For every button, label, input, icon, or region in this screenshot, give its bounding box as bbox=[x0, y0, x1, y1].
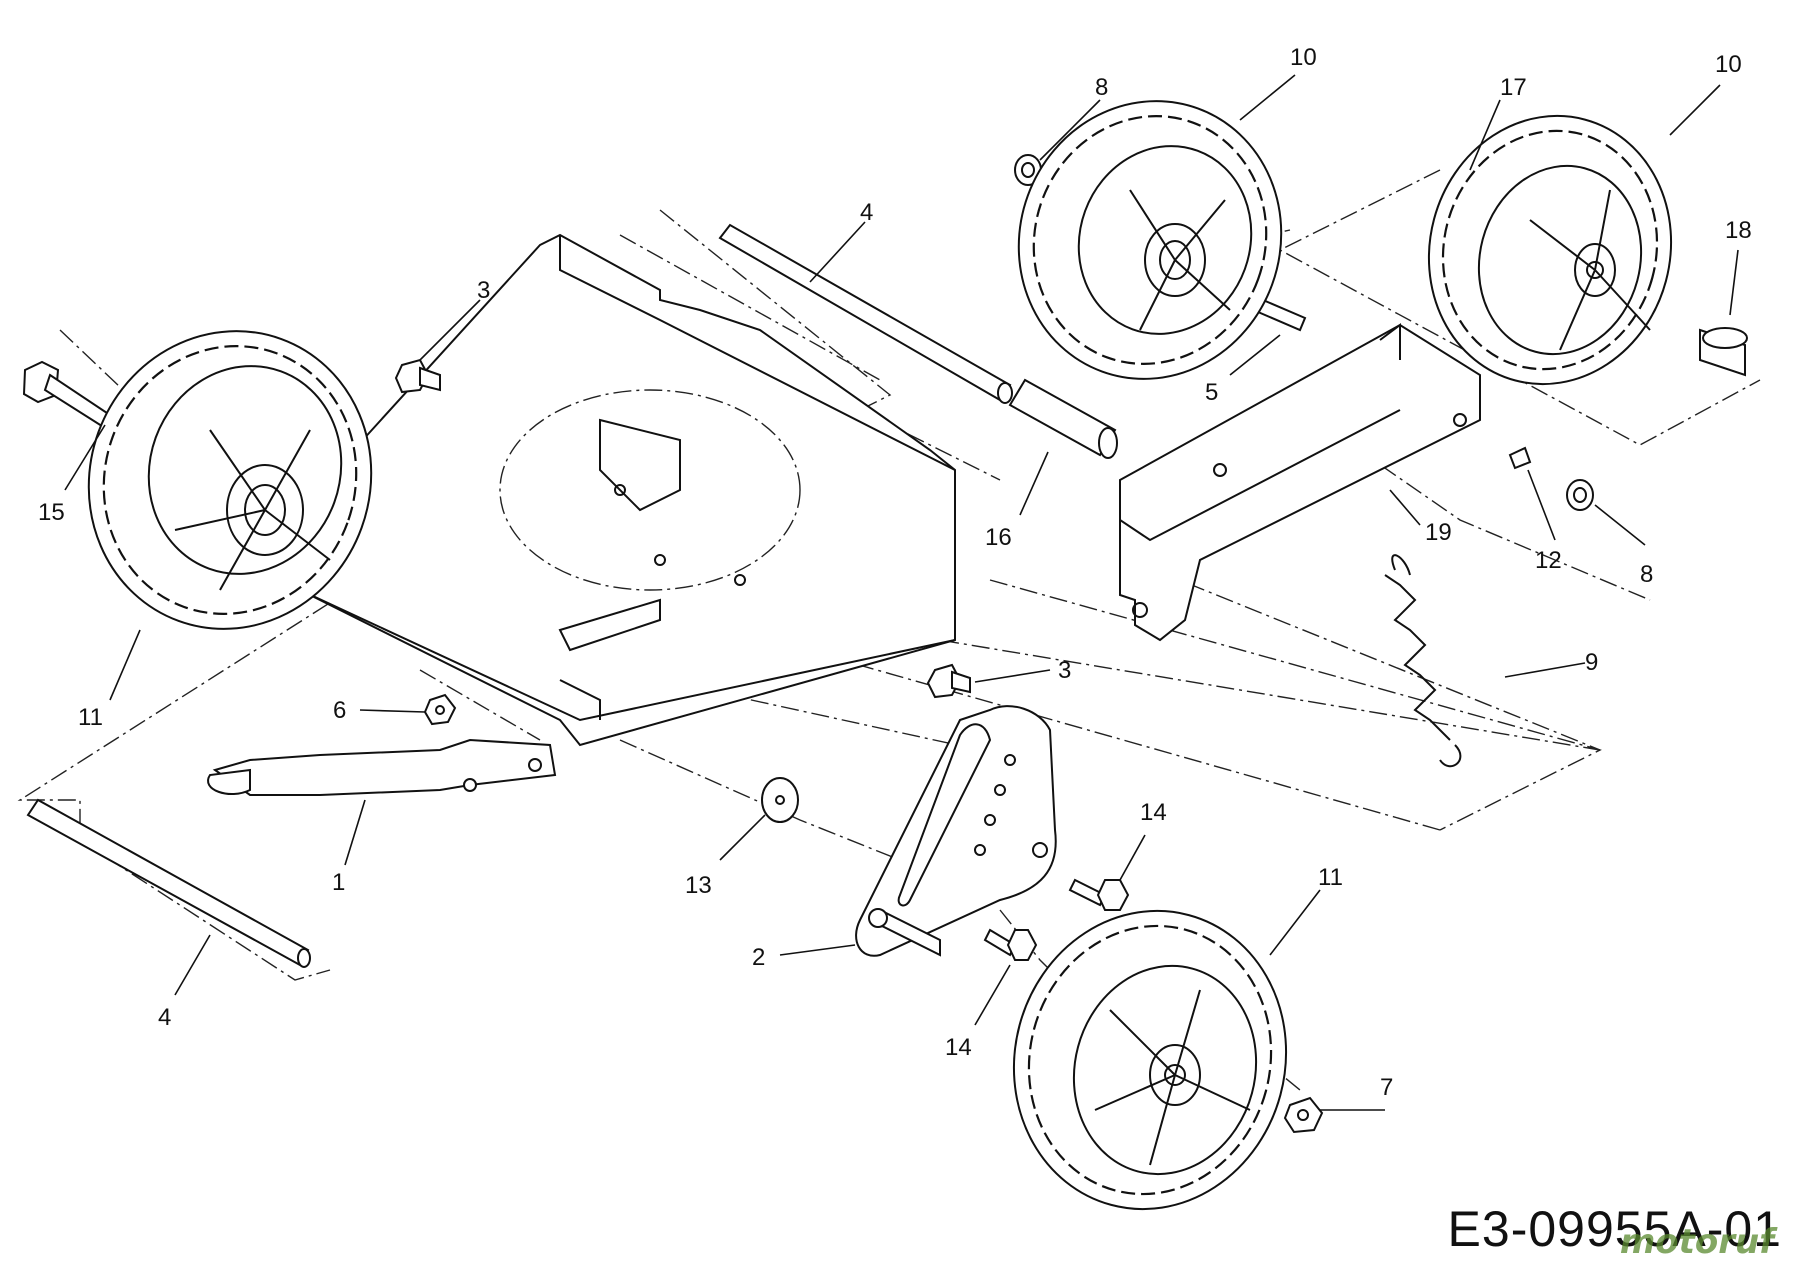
svg-text:7: 7 bbox=[1380, 1074, 1393, 1101]
svg-text:9: 9 bbox=[1585, 649, 1598, 676]
wheel-10-upper bbox=[1017, 100, 1283, 380]
shoulder-bolt-3-lower bbox=[926, 663, 971, 699]
callout-17: 17 bbox=[1469, 74, 1527, 171]
callout-14-upper: 14 bbox=[1119, 799, 1167, 881]
callout-16: 16 bbox=[985, 451, 1049, 551]
wheel-11-bottom bbox=[1012, 909, 1288, 1211]
shoulder-bolt-3-upper bbox=[394, 358, 441, 394]
spacer-tube-16 bbox=[1008, 378, 1118, 459]
callout-2: 2 bbox=[752, 944, 856, 971]
svg-text:8: 8 bbox=[1095, 74, 1108, 101]
callout-1: 1 bbox=[332, 799, 366, 896]
callout-7: 7 bbox=[1320, 1074, 1393, 1111]
deck-frame bbox=[288, 233, 956, 747]
callout-3-upper: 3 bbox=[419, 277, 490, 361]
callout-11-left: 11 bbox=[78, 629, 141, 731]
bolt-15 bbox=[22, 360, 112, 430]
callout-18: 18 bbox=[1725, 217, 1752, 316]
svg-text:14: 14 bbox=[1140, 799, 1167, 826]
bolt-14-lower bbox=[983, 928, 1038, 961]
callout-9: 9 bbox=[1504, 649, 1598, 678]
svg-text:18: 18 bbox=[1725, 217, 1752, 244]
svg-text:6: 6 bbox=[333, 697, 346, 724]
svg-text:14: 14 bbox=[945, 1034, 972, 1061]
callout-10-right: 10 bbox=[1669, 51, 1742, 136]
nut-7 bbox=[1283, 1096, 1324, 1134]
svg-text:19: 19 bbox=[1425, 519, 1452, 546]
callout-13: 13 bbox=[685, 814, 766, 899]
callout-3-lower: 3 bbox=[974, 657, 1071, 684]
wheel-10-right bbox=[1427, 114, 1673, 386]
svg-text:10: 10 bbox=[1290, 44, 1317, 71]
callout-11-bottom: 11 bbox=[1269, 864, 1343, 956]
svg-text:12: 12 bbox=[1535, 547, 1562, 574]
svg-text:17: 17 bbox=[1500, 74, 1527, 101]
svg-text:11: 11 bbox=[78, 704, 103, 731]
spring-9 bbox=[1384, 554, 1462, 768]
wheel-11-left bbox=[87, 330, 373, 630]
svg-text:4: 4 bbox=[860, 199, 873, 226]
sleeve-18 bbox=[1699, 327, 1748, 377]
callout-15: 15 bbox=[38, 424, 106, 526]
callout-4-upper: 4 bbox=[809, 199, 873, 283]
nut-6 bbox=[423, 693, 457, 726]
callout-4-lower: 4 bbox=[158, 934, 211, 1031]
wheel-bracket-plate bbox=[855, 705, 1057, 957]
bushing-8-lower bbox=[1566, 479, 1594, 511]
svg-text:16: 16 bbox=[985, 524, 1012, 551]
washer-13 bbox=[761, 777, 799, 823]
drawing-code: E3-09955A-01 bbox=[1447, 1201, 1782, 1257]
height-lever bbox=[207, 738, 557, 796]
svg-text:3: 3 bbox=[1058, 657, 1071, 684]
watermark-logo: motoruf bbox=[1619, 1222, 1774, 1262]
svg-text:15: 15 bbox=[38, 499, 65, 526]
callout-12: 12 bbox=[1527, 469, 1562, 574]
svg-text:5: 5 bbox=[1205, 379, 1218, 406]
callout-10-upper: 10 bbox=[1239, 44, 1317, 121]
clip-12 bbox=[1508, 446, 1532, 470]
callout-19: 19 bbox=[1389, 489, 1452, 546]
svg-text:10: 10 bbox=[1715, 51, 1742, 78]
callout-6: 6 bbox=[333, 697, 426, 724]
svg-text:13: 13 bbox=[685, 872, 712, 899]
svg-text:3: 3 bbox=[477, 277, 490, 304]
callout-14-lower: 14 bbox=[945, 964, 1011, 1061]
rod-rear bbox=[718, 223, 1013, 404]
svg-text:11: 11 bbox=[1318, 864, 1343, 891]
svg-text:1: 1 bbox=[332, 869, 345, 896]
rod-front bbox=[26, 798, 311, 968]
svg-text:2: 2 bbox=[752, 944, 765, 971]
callout-8-upper: 8 bbox=[1039, 74, 1108, 161]
callout-5: 5 bbox=[1205, 334, 1281, 406]
callout-8-lower: 8 bbox=[1594, 504, 1653, 588]
rear-bracket bbox=[1119, 323, 1481, 642]
bolt-14-upper bbox=[1068, 878, 1130, 911]
svg-text:4: 4 bbox=[158, 1004, 171, 1031]
svg-text:8: 8 bbox=[1640, 561, 1653, 588]
